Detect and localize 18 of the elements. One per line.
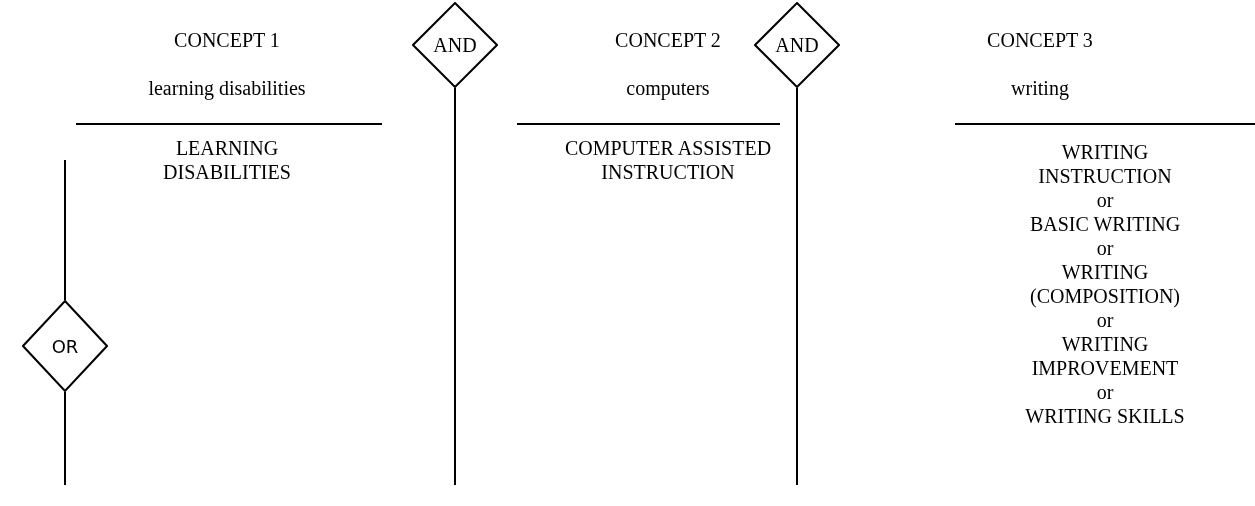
connector-word: or xyxy=(1095,188,1115,212)
concept-term: computers xyxy=(625,76,711,100)
connector-word: or xyxy=(1095,380,1115,404)
concept-heading: CONCEPT 3 xyxy=(986,28,1094,52)
operator-diamond: AND xyxy=(754,2,840,88)
concept-heading: CONCEPT 1 xyxy=(173,28,281,52)
descriptor-text: WRITING (COMPOSITION) xyxy=(1029,260,1181,308)
descriptor-text: LEARNING DISABILITIES xyxy=(162,136,292,184)
descriptor-text: WRITING SKILLS xyxy=(1024,404,1186,428)
connector-word: or xyxy=(1095,236,1115,260)
descriptor-text: COMPUTER ASSISTED INSTRUCTION xyxy=(563,136,773,184)
operator-diamond: OR xyxy=(22,300,108,392)
operator-diamond: AND xyxy=(412,2,498,88)
concept-heading: CONCEPT 2 xyxy=(614,28,722,52)
connector-word: or xyxy=(1095,308,1115,332)
descriptor-text: BASIC WRITING xyxy=(1028,212,1182,236)
concept-term: learning disabilities xyxy=(147,76,307,100)
concept-term: writing xyxy=(1010,76,1070,100)
